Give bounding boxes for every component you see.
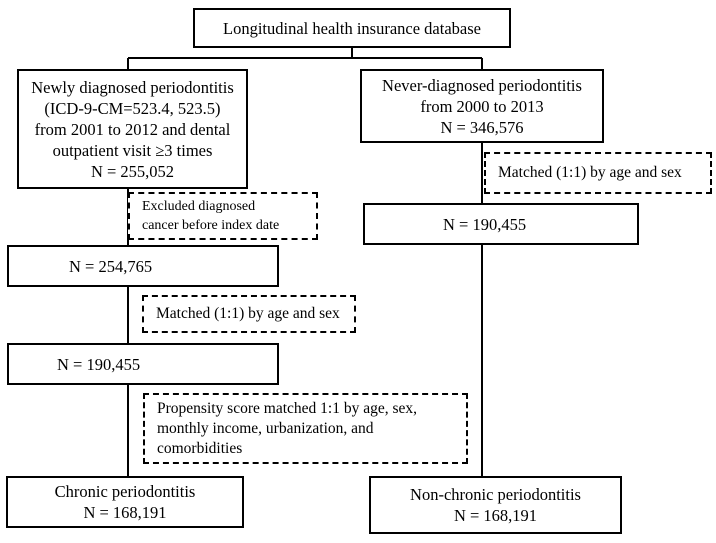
node-n-190455-left: N = 190,455 (7, 343, 279, 385)
note-matched-left: Matched (1:1) by age and sex (142, 295, 356, 333)
node-label: (ICD-9-CM=523.4, 523.5) (44, 98, 221, 118)
node-label: Never-diagnosed periodontitis (382, 75, 582, 95)
note-label: monthly income, urbanization, and (157, 419, 374, 437)
node-label: Longitudinal health insurance database (223, 18, 481, 38)
node-database: Longitudinal health insurance database (193, 8, 511, 48)
note-label: Propensity score matched 1:1 by age, sex… (157, 399, 417, 417)
node-label: Newly diagnosed periodontitis (31, 77, 234, 97)
node-count: N = 346,576 (440, 117, 524, 137)
node-count: N = 190,455 (443, 214, 527, 234)
note-label: comorbidities (157, 439, 243, 457)
node-count: N = 190,455 (57, 354, 141, 374)
node-count: N = 255,052 (90, 161, 175, 181)
node-label: Chronic periodontitis (54, 482, 196, 501)
node-n-190455-right: N = 190,455 (363, 203, 639, 245)
node-n-254765: N = 254,765 (7, 245, 279, 287)
node-never-diagnosed: Never-diagnosed periodontitis from 2000 … (360, 69, 604, 143)
node-non-chronic-periodontitis: Non-chronic periodontitis N = 168,191 (369, 476, 622, 534)
node-count: N = 168,191 (453, 506, 538, 525)
note-label: Matched (1:1) by age and sex (156, 305, 340, 322)
node-count: N = 254,765 (69, 256, 153, 276)
node-label: from 2001 to 2012 and dental (34, 119, 231, 139)
note-label: cancer before index date (142, 218, 280, 233)
note-label: Excluded diagnosed (142, 199, 256, 214)
node-label: from 2000 to 2013 (420, 96, 544, 116)
node-label: outpatient visit ≥3 times (52, 140, 213, 160)
node-newly-diagnosed: Newly diagnosed periodontitis (ICD-9-CM=… (17, 69, 248, 189)
node-count: N = 168,191 (83, 503, 167, 522)
note-matched-right: Matched (1:1) by age and sex (484, 152, 712, 194)
node-label: Non-chronic periodontitis (410, 485, 581, 504)
note-excluded-cancer: Excluded diagnosed cancer before index d… (128, 192, 318, 240)
note-label: Matched (1:1) by age and sex (498, 164, 682, 181)
node-chronic-periodontitis: Chronic periodontitis N = 168,191 (6, 476, 244, 528)
note-propensity: Propensity score matched 1:1 by age, sex… (143, 393, 468, 464)
